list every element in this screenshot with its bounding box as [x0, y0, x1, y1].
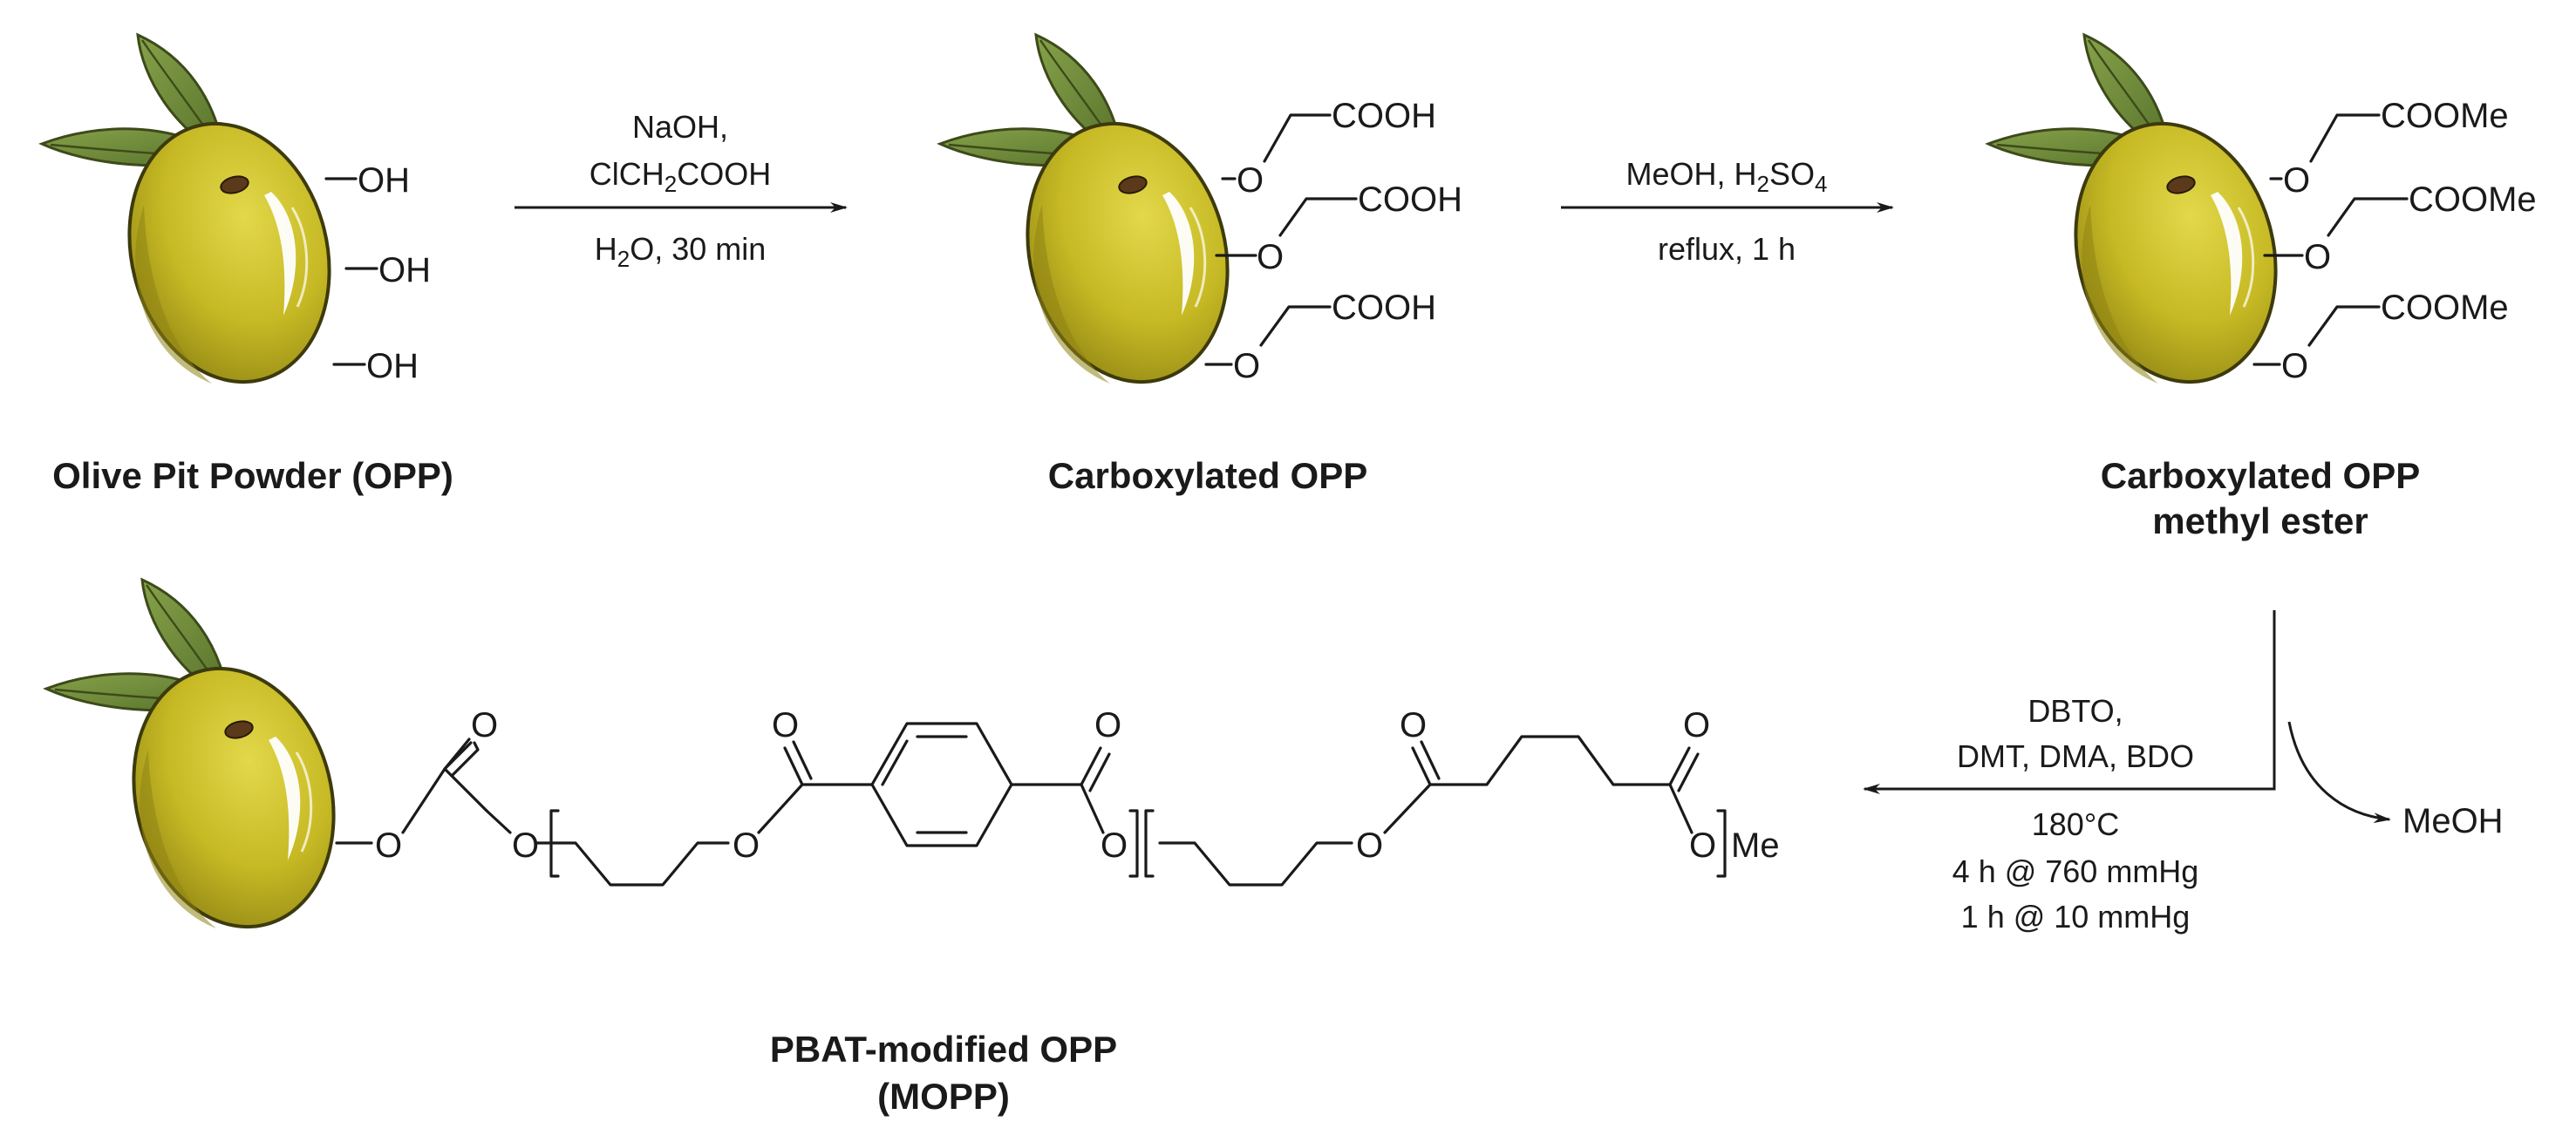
byproduct-arrow [2287, 721, 2391, 824]
cooh-group: COOH [1358, 180, 1462, 219]
step2-conditions-text: reflux, 1 h [1658, 231, 1796, 267]
ether-oxygen: O [1237, 161, 1264, 200]
ether-oxygen: O [2281, 347, 2308, 385]
oh-group: OH [358, 161, 410, 200]
olive-icon [1988, 35, 2302, 404]
olive-icon [46, 580, 360, 948]
step3-monomers: DMT, DMA, BDO [1957, 738, 2194, 774]
step1-conditions: NaOH, ClCH2COOH H2O, 30 min [515, 109, 848, 272]
opp-hydroxyl-groups: OH OH OH [324, 161, 431, 385]
carbonyl-oxygen: O [1400, 706, 1427, 744]
ester-oxygen: O [1356, 826, 1383, 865]
methyl-ester-groups: O COOMe O COOMe O COOMe [2252, 97, 2537, 385]
carboxymethyl-groups: O COOH O COOH O COOH [1204, 97, 1462, 385]
coome-group: COOMe [2381, 97, 2509, 135]
ester-oxygen: O [1689, 826, 1716, 865]
ether-oxygen: O [375, 826, 402, 865]
step1-reagent-2: ClCH2COOH [589, 156, 771, 197]
step2-conditions: MeOH, H2SO4 reflux, 1 h [1561, 156, 1894, 267]
ester-oxygen: O [733, 826, 760, 865]
ether-oxygen: O [1257, 238, 1284, 276]
carbonyl-oxygen: O [471, 706, 498, 744]
oh-group: OH [378, 251, 431, 289]
olive-icon [940, 35, 1254, 404]
cooh-group: COOH [1332, 289, 1436, 327]
label-carboxylated-opp: Carboxylated OPP [1048, 455, 1367, 496]
ether-oxygen: O [2283, 161, 2310, 200]
oh-group: OH [366, 347, 419, 385]
step3-pressure-2: 1 h @ 10 mmHg [1961, 899, 2191, 935]
reaction-arrow-3 [1863, 610, 2276, 794]
label-mopp-line1: PBAT-modified OPP [770, 1029, 1117, 1070]
coome-group: COOMe [2409, 180, 2537, 219]
methyl-end-group: Me [1731, 826, 1780, 865]
cooh-group: COOH [1332, 97, 1436, 135]
step1-reagent-1: NaOH, [632, 109, 728, 145]
step3-temperature: 180°C [2032, 806, 2119, 842]
step3-pressure-1: 4 h @ 760 mmHg [1952, 853, 2199, 889]
ester-oxygen: O [512, 826, 539, 865]
label-opp: Olive Pit Powder (OPP) [52, 455, 453, 496]
olive-icon [42, 35, 356, 404]
carbonyl-oxygen: O [772, 706, 799, 744]
label-ester-line1: Carboxylated OPP [2101, 455, 2420, 496]
mopp-pbat-chain: O O O O O O O O O O O Me [335, 706, 1780, 887]
step3-conditions: MeOH DBTO, DMT, DMA, BDO 180°C 4 h @ 760… [1863, 610, 2504, 935]
step2-reagents: MeOH, H2SO4 [1626, 156, 1828, 197]
carbonyl-oxygen: O [1683, 706, 1710, 744]
ether-oxygen: O [2304, 238, 2331, 276]
ether-oxygen: O [1233, 347, 1260, 385]
byproduct-meoh: MeOH [2402, 802, 2504, 840]
step3-catalyst: DBTO, [2027, 693, 2123, 729]
coome-group: COOMe [2381, 289, 2509, 327]
step1-solvent-time: H2O, 30 min [595, 231, 767, 272]
label-mopp-line2: (MOPP) [877, 1076, 1010, 1117]
label-ester-line2: methyl ester [2152, 500, 2368, 541]
ester-oxygen: O [1101, 826, 1128, 865]
carbonyl-oxygen: O [1094, 706, 1121, 744]
